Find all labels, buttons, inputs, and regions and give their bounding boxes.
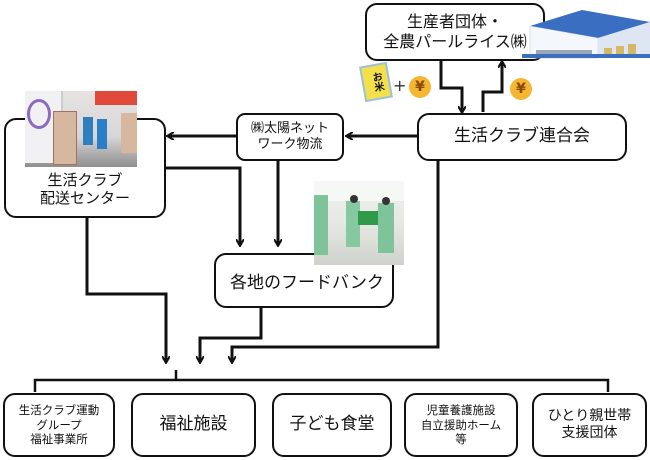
producer-label-line2: 全農パールライス㈱ [383, 32, 527, 51]
flow-federation-to-recipients [232, 160, 440, 362]
food-bank-box: 各地のフードバンク [214, 253, 394, 308]
delivery-center-label-line2: 配送センター [39, 189, 130, 208]
rice-bag-icon: お米 [359, 61, 393, 103]
logistics-label-line1: ㈱太陽ネット [250, 120, 329, 136]
recipient-coop-welfare: 生活クラブ運動 グループ 福祉事業所 [3, 393, 115, 457]
flow-federation-to-producer [481, 62, 502, 112]
yen-coin-icon-payment: ¥ [510, 78, 532, 100]
recipient-single-parent-support: ひとり親世帯 支援団体 [532, 393, 647, 457]
logistics-label-line2: ワーク物流 [257, 137, 323, 152]
recipient-childcare-facility: 児童養護施設 自立援助ホーム 等 [404, 393, 518, 457]
flow-delivery-to-recipients [85, 218, 166, 362]
food-bank-label: 各地のフードバンク [230, 272, 384, 293]
recipient-bracket [33, 370, 610, 392]
food-bank-photo [314, 181, 404, 265]
yen-coin-icon: ¥ [409, 76, 431, 98]
delivery-center-label-line1: 生活クラブ [47, 170, 123, 189]
logistics-box: ㈱太陽ネット ワーク物流 [236, 113, 344, 161]
recipient-kids-cafeteria: 子ども食堂 [272, 393, 392, 457]
producer-label-line1: 生産者団体・ [406, 12, 503, 31]
delivery-center-photo [25, 91, 137, 167]
plus-sign: + [393, 76, 407, 95]
producer-box: 生産者団体・ 全農パールライス㈱ [365, 3, 545, 61]
federation-box: 生活クラブ連合会 [417, 113, 627, 161]
flow-delivery-to-foodbank [166, 166, 240, 245]
flow-foodbank-to-recipients [200, 307, 263, 362]
warehouse-icon [522, 10, 650, 59]
recipient-welfare-facility: 福祉施設 [131, 393, 256, 457]
flow-producer-to-federation [439, 60, 462, 112]
federation-label: 生活クラブ連合会 [454, 126, 590, 147]
